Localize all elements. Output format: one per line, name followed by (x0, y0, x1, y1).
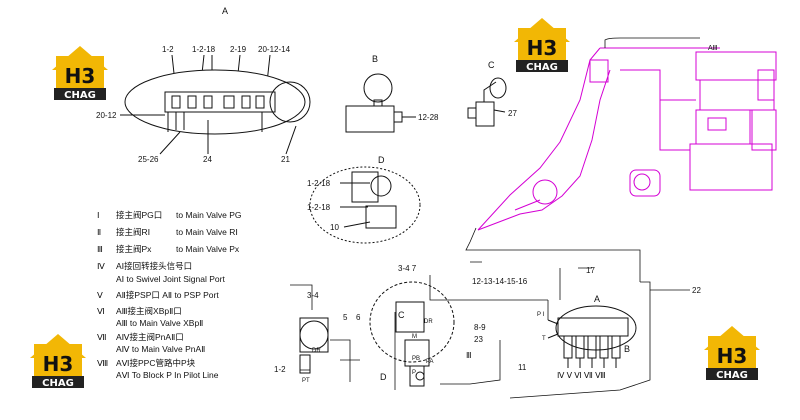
svg-text:20-12-14: 20-12-14 (258, 45, 291, 54)
label-d: D (380, 372, 387, 382)
port-p: P (412, 370, 416, 376)
view-a: A 1-2 1-2-18 2-19 20-12-14 20-12 25-26 2… (96, 6, 311, 164)
svg-text:D: D (378, 155, 385, 165)
svg-text:1-2: 1-2 (162, 45, 174, 54)
svg-text:CHAG: CHAG (42, 378, 74, 389)
svg-text:21: 21 (281, 155, 290, 164)
callout-3-4: 3-4 (307, 291, 319, 300)
label-c: C (398, 310, 405, 320)
pump-assembly (299, 281, 455, 387)
callout-5: 5 (343, 313, 348, 322)
view-b: B 12-28 (345, 54, 439, 133)
callout-12-16: 12-13-14-15-16 (472, 277, 528, 286)
legend-en: AⅥ To Block P In Pilot Line (116, 370, 219, 380)
legend-en: to Main Valve Px (176, 244, 240, 254)
legend-cn: AⅡ接PSP口 AⅡ to PSP Port (116, 290, 219, 300)
legend-en: AⅣ to Main Valve PnAⅡ (116, 344, 205, 354)
legend-en: to Main Valve RⅠ (176, 227, 238, 237)
solenoid-block (547, 305, 637, 368)
svg-text:1-2-18: 1-2-18 (307, 179, 331, 188)
svg-text:24: 24 (203, 155, 212, 164)
logo-bottom-left: H3 CHAG (30, 334, 86, 389)
logo-top-left: H3 CHAG (52, 46, 108, 101)
legend-num: Ⅲ (97, 244, 103, 254)
svg-text:20-12: 20-12 (96, 111, 117, 120)
svg-text:10: 10 (330, 223, 339, 232)
legend-cn: AⅥ接PPC管路中P块 (116, 358, 196, 368)
legend-num: Ⅴ (97, 290, 104, 300)
logo-bottom-right: H3 CHAG (704, 326, 760, 381)
legend-en: AⅢ to Main Valve XBpⅡ (116, 318, 203, 328)
svg-text:A: A (222, 6, 228, 16)
pipes (290, 37, 700, 399)
legend-cn: AⅣ接主阀PnAⅡ口 (116, 332, 184, 342)
callout-23: 23 (474, 335, 483, 344)
legend-cn: 接主阀RⅠ (116, 227, 150, 237)
legend-num: Ⅶ (97, 332, 107, 342)
port-t: T (542, 336, 546, 342)
legend-num: Ⅳ (97, 261, 106, 271)
block-port-labels: Ⅳ Ⅴ Ⅵ Ⅶ Ⅷ (557, 371, 606, 380)
callout-17: 17 (586, 266, 595, 275)
svg-text:CHAG: CHAG (526, 62, 558, 73)
port-dr: DR (312, 348, 321, 354)
port-dr: DR (424, 319, 433, 325)
callout-1-2: 1-2 (274, 365, 286, 374)
label-a: A (594, 294, 600, 304)
svg-text:25-26: 25-26 (138, 155, 159, 164)
view-c: C 27 (467, 60, 517, 127)
legend-num: Ⅵ (97, 306, 105, 316)
port-pt: PT (302, 378, 310, 384)
svg-text:C: C (488, 60, 495, 70)
logo-top-center: H3 CHAG (514, 18, 570, 73)
legend-en: AⅠ to Swivel Joint Signal Port (116, 274, 225, 284)
svg-text:1-2-18: 1-2-18 (307, 203, 331, 212)
callout-6: 6 (356, 313, 361, 322)
svg-text:H3: H3 (527, 36, 558, 60)
svg-text:CHAG: CHAG (716, 370, 748, 381)
svg-text:H3: H3 (43, 352, 74, 376)
legend-cn: 接主阀PG口 (116, 210, 162, 220)
svg-text:B: B (372, 54, 378, 64)
port-p1: P Ⅰ (537, 312, 545, 318)
view-d: D 1-2-18 1-2-18 10 (307, 155, 421, 244)
callout-a3: AⅢ (708, 45, 718, 52)
port-pb: PB (412, 356, 420, 362)
legend-num: Ⅰ (97, 210, 100, 220)
legend-cn: 接主阀Px (116, 244, 152, 254)
svg-text:H3: H3 (65, 64, 96, 88)
svg-text:27: 27 (508, 109, 517, 118)
legend-en: to Main Valve PG (176, 210, 242, 220)
port-pa: PA (426, 359, 434, 365)
legend-num: Ⅱ (97, 227, 101, 237)
legend-num: Ⅷ (97, 358, 108, 368)
callout-3-4-7: 3-4 7 (398, 264, 417, 273)
svg-text:2-19: 2-19 (230, 45, 247, 54)
legend: Ⅰ 接主阀PG口 to Main Valve PG Ⅱ 接主阀RⅠ to Mai… (97, 210, 242, 380)
svg-text:CHAG: CHAG (64, 90, 96, 101)
machine-outline (477, 47, 777, 231)
callout-22: 22 (692, 286, 701, 295)
legend-cn: AⅢ接主阀XBpⅡ口 (116, 306, 182, 316)
svg-text:1-2-18: 1-2-18 (192, 45, 216, 54)
label-b: B (624, 344, 630, 354)
callout-11: 11 (518, 363, 527, 372)
callout-iii: Ⅲ (466, 351, 472, 360)
svg-text:H3: H3 (717, 344, 748, 368)
legend-cn: AⅠ接回转接头信号口 (116, 261, 192, 271)
port-m: M (412, 334, 417, 340)
callout-8-9: 8-9 (474, 323, 486, 332)
svg-text:12-28: 12-28 (418, 113, 439, 122)
